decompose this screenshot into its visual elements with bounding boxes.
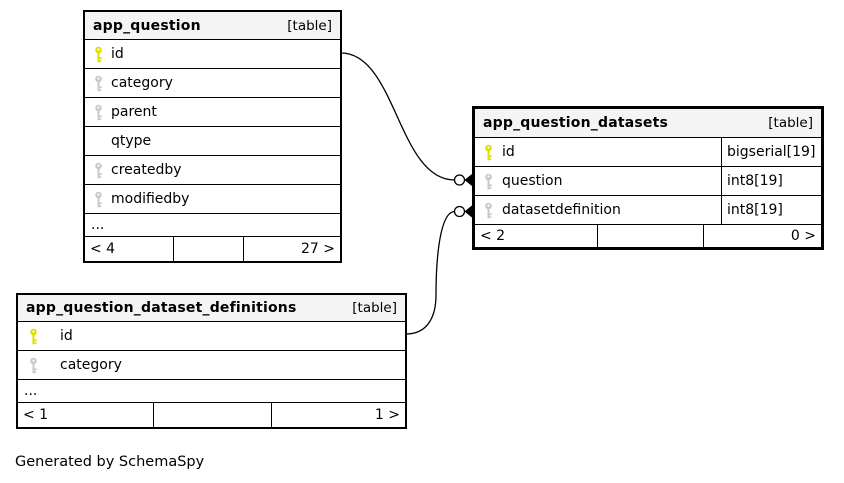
column-row-parent: parent xyxy=(85,97,340,126)
column-name: id xyxy=(502,144,515,160)
column-row-id: id xyxy=(85,39,340,68)
footer-spacer-cell xyxy=(597,225,703,247)
table-header: app_question [table] xyxy=(85,12,340,39)
column-name-cell: question xyxy=(475,167,722,195)
table-app_question_dataset_definitions[interactable]: app_question_dataset_definitions [table]… xyxy=(16,293,407,429)
column-type-cell: bigserial[19] xyxy=(722,144,821,160)
column-type: int8[19] xyxy=(727,202,783,218)
column-type-cell: int8[19] xyxy=(722,202,821,218)
outgoing-relationships-count: 1 > xyxy=(271,403,405,427)
column-name: id xyxy=(111,46,124,62)
table-footer: < 2 0 > xyxy=(475,224,821,247)
table-title: app_question_datasets xyxy=(483,115,669,131)
primary-key-icon xyxy=(484,144,493,161)
foreign-key-icon xyxy=(484,173,493,190)
table-footer: < 4 27 > xyxy=(85,236,340,261)
foreign-key-icon xyxy=(94,191,103,208)
column-row-id: id bigserial[19] xyxy=(475,137,821,166)
incoming-relationships-count: < 1 xyxy=(23,407,49,423)
table-title: app_question xyxy=(93,17,201,34)
primary-key-icon xyxy=(29,328,38,345)
foreign-key-icon xyxy=(29,357,38,374)
relationship-line-datasetdefinition xyxy=(405,210,455,335)
column-name: qtype xyxy=(111,133,152,149)
table-app_question[interactable]: app_question [table] id category parent … xyxy=(83,10,342,263)
incoming-relationships-count: < 4 xyxy=(90,241,116,257)
table-app_question_datasets[interactable]: app_question_datasets [table] id bigseri… xyxy=(472,106,824,250)
table-kind-badge: [table] xyxy=(768,115,813,131)
column-row-category: category xyxy=(85,68,340,97)
column-type-cell: int8[19] xyxy=(722,173,821,189)
footer-spacer-cell xyxy=(153,403,271,427)
column-row-id: id xyxy=(18,321,405,350)
column-name: createdby xyxy=(111,162,182,178)
foreign-key-icon xyxy=(484,202,493,219)
table-kind-badge: [table] xyxy=(352,300,397,316)
column-row-datasetdefinition: datasetdefinition int8[19] xyxy=(475,195,821,224)
column-name-cell: id xyxy=(475,138,722,166)
column-name: datasetdefinition xyxy=(502,202,621,218)
table-header: app_question_datasets [table] xyxy=(475,109,821,137)
incoming-relationships-count: < 2 xyxy=(480,228,506,244)
outgoing-relationships-count: 27 > xyxy=(243,237,340,261)
column-type: int8[19] xyxy=(727,173,783,189)
column-name: category xyxy=(111,75,173,91)
table-footer: < 1 1 > xyxy=(18,402,405,427)
primary-key-icon xyxy=(94,46,103,63)
zero-cardinality-dot xyxy=(453,205,466,218)
footer-spacer-cell xyxy=(173,237,243,261)
column-name: modifiedby xyxy=(111,191,190,207)
column-type: bigserial[19] xyxy=(727,144,816,160)
column-name: parent xyxy=(111,104,157,120)
foreign-key-icon xyxy=(94,75,103,92)
foreign-key-icon xyxy=(94,104,103,121)
foreign-key-icon xyxy=(94,162,103,179)
column-row-question: question int8[19] xyxy=(475,166,821,195)
column-name: question xyxy=(502,173,563,189)
table-kind-badge: [table] xyxy=(287,17,332,34)
column-row-modifiedby: modifiedby xyxy=(85,184,340,213)
outgoing-relationships-count: 0 > xyxy=(703,225,821,247)
table-header: app_question_dataset_definitions [table] xyxy=(18,295,405,321)
relationship-line-question xyxy=(340,52,455,181)
column-name-cell: datasetdefinition xyxy=(475,196,722,224)
column-name: id xyxy=(60,328,73,344)
generated-by-label: Generated by SchemaSpy xyxy=(15,454,205,470)
column-name: category xyxy=(60,357,122,373)
zero-cardinality-dot xyxy=(453,174,466,186)
hidden-columns-ellipsis: ... xyxy=(85,213,340,236)
table-title: app_question_dataset_definitions xyxy=(26,300,297,316)
column-row-qtype: qtype xyxy=(85,126,340,155)
column-row-createdby: createdby xyxy=(85,155,340,184)
hidden-columns-ellipsis: ... xyxy=(18,379,405,402)
column-row-category: category xyxy=(18,350,405,379)
